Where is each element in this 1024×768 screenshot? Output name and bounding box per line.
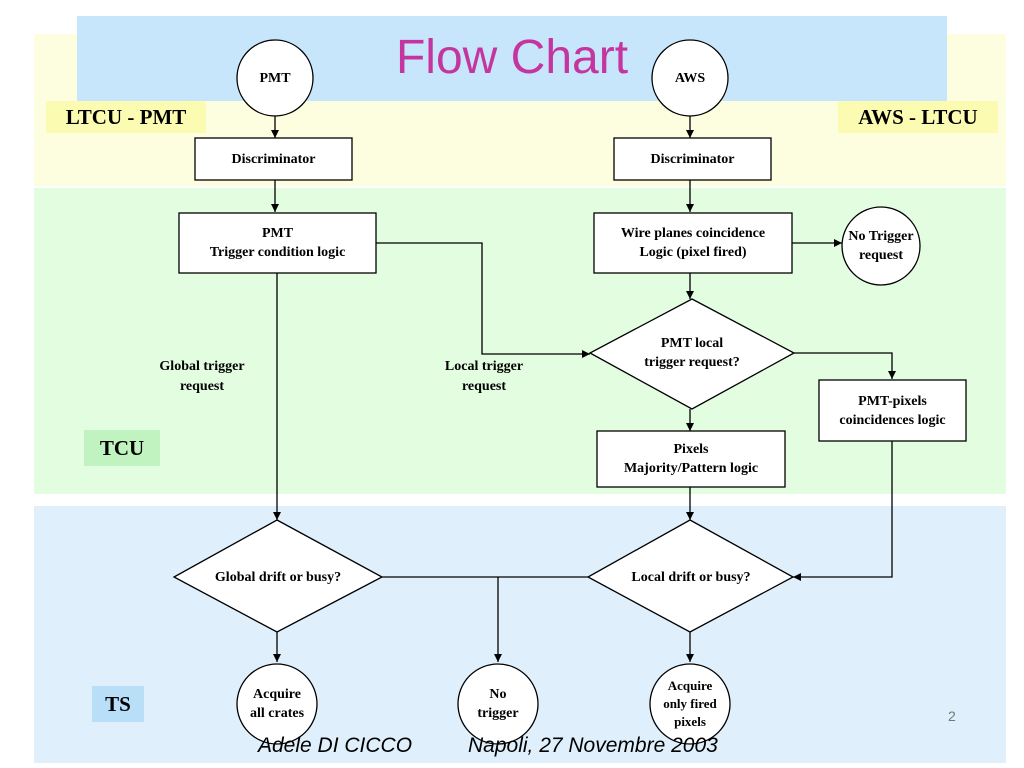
pmt-local-request-label: PMT local trigger request? <box>644 336 740 370</box>
edge-pmt-pixels-logic-to-local-drift <box>793 441 893 581</box>
pmt-pixels-logic-label: PMT-pixels coincidences logic <box>839 393 946 428</box>
disc-left-label: Discriminator <box>231 151 316 167</box>
disc-right-node <box>613 137 772 181</box>
pmt-label: PMT <box>259 70 291 86</box>
region-label-ts: TS <box>92 686 144 722</box>
global-trigger-label: Global trigger request <box>159 359 245 394</box>
page-title: Flow Chart <box>395 31 629 84</box>
pixels-logic-node <box>596 430 786 488</box>
disc-right-label: Discriminator <box>650 151 735 167</box>
disc-left-node <box>194 137 353 181</box>
footer-event: Napoli, 27 Novembre 2003 <box>468 734 718 757</box>
no-trigger-label: No trigger <box>477 687 519 721</box>
acquire-all-node <box>236 663 318 745</box>
region-label-aws-ltcu: AWS - LTCU <box>838 101 998 133</box>
pixels-logic-label: Pixels Majority/Pattern logic <box>623 442 759 476</box>
aws-node <box>651 39 729 117</box>
edge-pmt-local-request-to-pmt-pixels-logic <box>794 352 896 379</box>
global-drift-node <box>172 519 384 633</box>
title-band <box>77 16 947 101</box>
region-label-ltcu-pmt: LTCU - PMT <box>46 101 206 133</box>
wire-logic-label: Wire planes coincidence Logic (pixel fir… <box>620 226 766 260</box>
pmt-logic-node <box>178 212 377 274</box>
pmt-node <box>236 39 314 117</box>
pmt-pixels-logic-node <box>818 379 967 442</box>
edge-pmt-logic-to-pmt-local-request <box>376 242 590 358</box>
pmt-local-request-node <box>588 298 796 410</box>
pmt-logic-label: PMT Trigger condition logic <box>209 226 346 260</box>
acquire-fired-label: Acquire only fired pixels <box>663 678 717 729</box>
aws-label: AWS <box>674 70 706 86</box>
local-drift-node <box>586 519 795 633</box>
global-drift-label: Global drift or busy? <box>214 569 342 585</box>
wire-logic-node <box>593 212 793 274</box>
acquire-fired-node <box>649 663 731 745</box>
no-trigger-node <box>457 663 539 745</box>
no-trigger-request-node <box>841 206 921 286</box>
local-drift-label: Local drift or busy? <box>631 569 751 585</box>
acquire-all-label: Acquire all crates <box>249 687 305 721</box>
region-label-tcu: TCU <box>84 430 160 466</box>
local-trigger-label: Local trigger request <box>444 359 524 394</box>
footer-author: Adele DI CICCO <box>258 734 413 757</box>
slide-number: 2 <box>948 708 956 724</box>
no-trigger-request-label: No Trigger request <box>848 229 914 263</box>
